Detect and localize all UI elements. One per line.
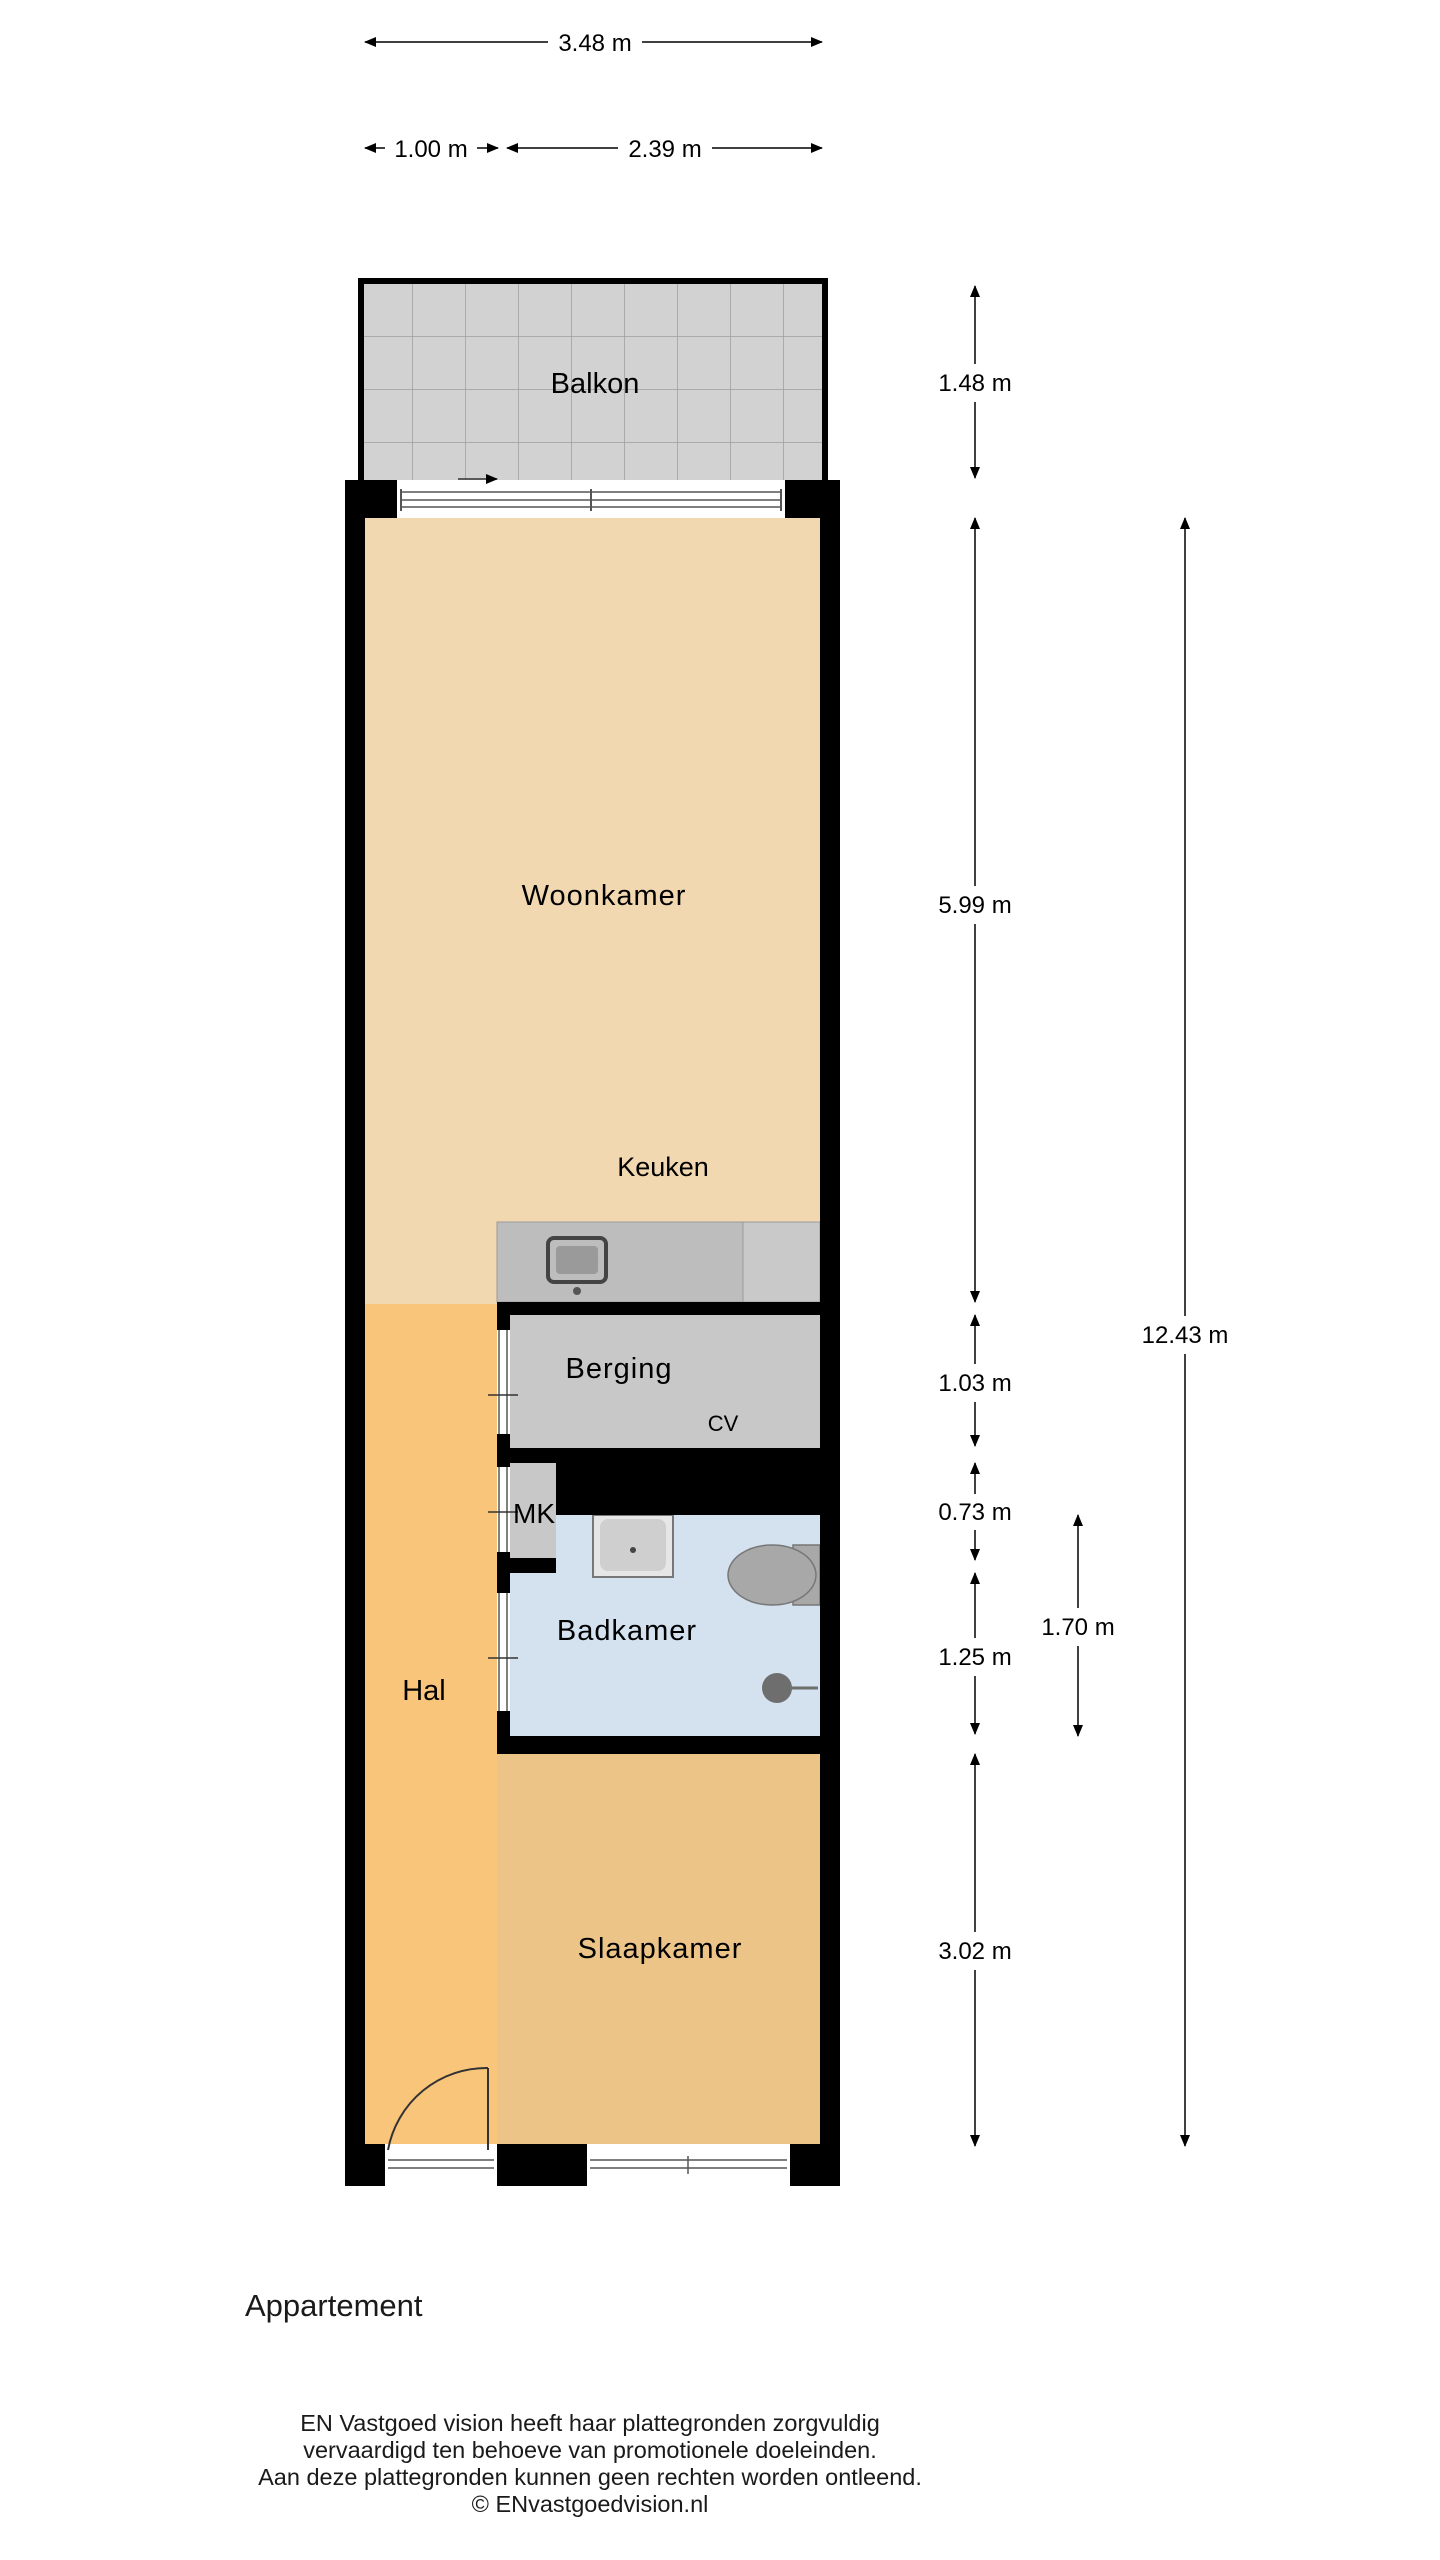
room-label-woonkamer: Woonkamer [522, 880, 687, 912]
room-floors [365, 518, 820, 2144]
room-label-badkamer: Badkamer [557, 1615, 697, 1647]
room-label-keuken: Keuken [617, 1152, 709, 1182]
depth-dimensions: 1.48 m 5.99 m 1.03 m 0.73 m 1.25 m 1.70 … [938, 285, 1229, 2147]
disclaimer-copyright: © ENvastgoedvision.nl [471, 2491, 709, 2517]
door-mk [488, 1467, 518, 1552]
front-window-right [587, 2150, 790, 2180]
disclaimer-line: EN Vastgoed vision heeft haar plattegron… [300, 2410, 880, 2436]
room-label-cv: CV [708, 1411, 739, 1436]
floor-berging [510, 1315, 820, 1448]
shower-head-icon [762, 1673, 818, 1703]
interior-doors [387, 1330, 518, 2151]
dim-total-width: 3.48 m [558, 30, 631, 57]
dim-width-left: 1.00 m [394, 136, 467, 163]
door-badkamer [488, 1593, 518, 1711]
dim-total-depth: 12.43 m [1142, 1322, 1229, 1349]
toilet-icon [727, 1544, 821, 1606]
disclaimer-line: vervaardigd ten behoeve van promotionele… [303, 2437, 877, 2463]
width-dimensions: 3.48 m 1.00 m 2.39 m [364, 30, 823, 163]
walls [345, 480, 840, 2186]
dim-mk-depth: 0.73 m [938, 1499, 1011, 1526]
kitchen-counter: Keuken [496, 1152, 821, 1303]
floor-woonkamer [365, 518, 820, 1304]
windows [385, 486, 790, 2180]
disclaimer: EN Vastgoed vision heeft haar plattegron… [0, 2410, 1180, 2518]
balcony-sliding-door [397, 486, 785, 514]
room-label-hal: Hal [402, 1675, 446, 1707]
balkon-area: Balkon [358, 278, 828, 484]
room-labels: Woonkamer Berging CV MK Badkamer Hal Sla… [402, 880, 743, 1965]
floor-slaapkamer [497, 1754, 820, 2144]
room-label-berging: Berging [566, 1353, 673, 1385]
door-berging [488, 1330, 518, 1434]
kitchen-sink-icon [546, 1236, 608, 1295]
dim-badkamer-depth: 1.25 m [938, 1644, 1011, 1671]
bathroom-fixtures [592, 1514, 821, 1703]
room-label-balkon: Balkon [551, 368, 640, 400]
front-window-left [385, 2150, 497, 2180]
plan-caption: Appartement [245, 2288, 423, 2323]
dim-width-right: 2.39 m [628, 136, 701, 163]
room-label-slaapkamer: Slaapkamer [578, 1933, 743, 1965]
floor-hal [365, 1304, 497, 2144]
floor-mk [510, 1463, 556, 1558]
dim-berging-depth: 1.03 m [938, 1370, 1011, 1397]
disclaimer-line: Aan deze plattegronden kunnen geen recht… [258, 2464, 922, 2490]
entrance-door-swing-icon [387, 2066, 489, 2151]
washbasin-icon [592, 1514, 674, 1578]
room-label-mk: MK [513, 1498, 555, 1529]
dim-balkon-depth: 1.48 m [938, 370, 1011, 397]
dim-badkamer-total: 1.70 m [1041, 1614, 1114, 1641]
dim-slaapkamer-depth: 3.02 m [938, 1938, 1011, 1965]
dim-woonkamer-depth: 5.99 m [938, 892, 1011, 919]
